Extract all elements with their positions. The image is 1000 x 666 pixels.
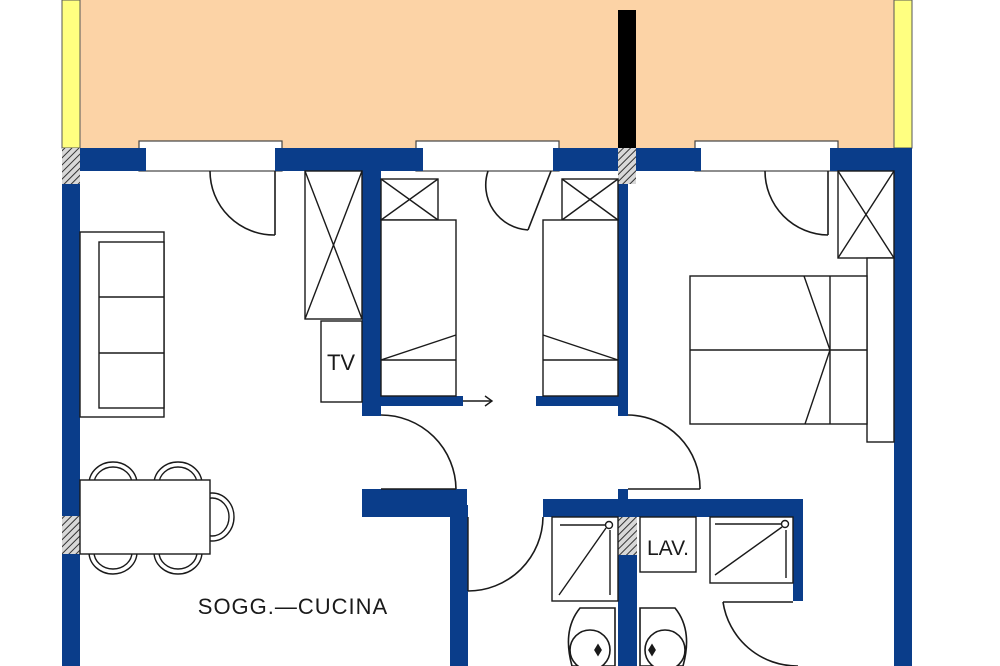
toilet-left: [567, 607, 616, 666]
shower-right: [709, 516, 794, 584]
hatched-columns: [62, 148, 637, 555]
bedroom-twin-right-furniture: [542, 178, 619, 397]
dining-table: [79, 479, 211, 555]
bedroom-twin-left-furniture: [380, 178, 457, 397]
bedroom-double-furniture: [689, 170, 895, 443]
bedside-shelf: [866, 257, 895, 443]
sofa: [79, 231, 165, 418]
column-pillar: [618, 10, 636, 148]
room-label-living-kitchen: SOGG.—CUCINA: [198, 594, 388, 619]
direction-arrow: [463, 395, 494, 407]
doors: [209, 170, 829, 666]
door-frame-lines: [381, 488, 793, 603]
shower-left: [551, 516, 619, 602]
bed-twin-right: [542, 219, 619, 397]
bed-twin-left: [380, 219, 457, 397]
terrace: [61, 0, 913, 149]
tv-label: TV: [327, 350, 355, 375]
laundry-unit: LAV.: [639, 516, 697, 573]
wardrobe-living: [304, 170, 363, 320]
facade-openings: [138, 140, 839, 172]
laundry-label: LAV.: [647, 537, 689, 560]
tv-unit: TV: [320, 320, 363, 403]
toilet-right: [639, 607, 688, 666]
